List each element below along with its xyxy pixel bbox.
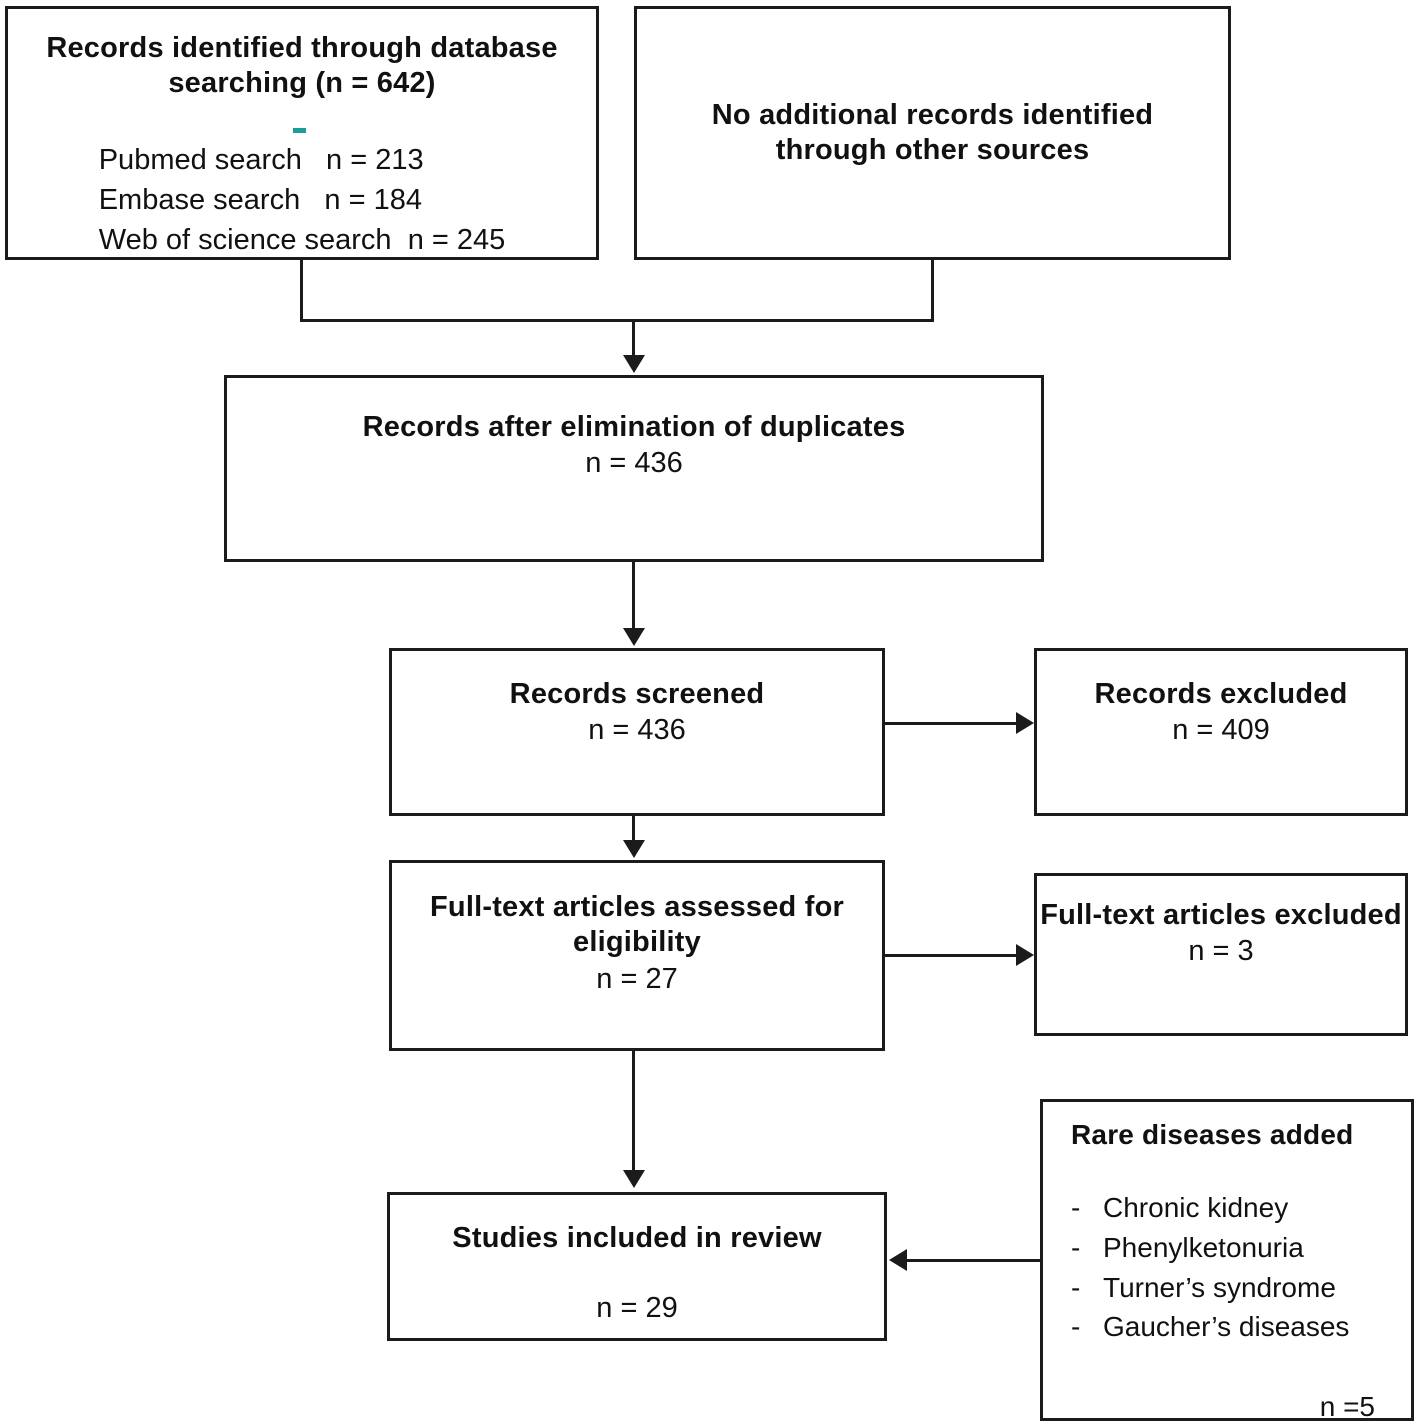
box-fulltext-assessed-title: Full-text articles assessed for eligibil… xyxy=(430,891,844,959)
arrow-to-duplicates xyxy=(623,355,645,373)
box-records-after-duplicates-title: Records after elimination of duplicates xyxy=(362,411,906,443)
search-source-count: n = 213 xyxy=(326,143,424,176)
box-records-excluded-count: n = 409 xyxy=(1172,714,1270,747)
box-records-screened: Records screened n = 436 xyxy=(389,648,885,816)
box-fulltext-excluded: Full-text articles excluded n = 3 xyxy=(1034,873,1408,1036)
connector-fulltext-to-included xyxy=(632,1051,635,1173)
box-fulltext-excluded-count: n = 3 xyxy=(1188,935,1254,968)
rare-disease-label: Chronic kidney xyxy=(1103,1192,1289,1224)
database-search-list: Pubmed search n = 213 Embase search n = … xyxy=(99,140,506,260)
rare-disease-label: Turner’s syndrome xyxy=(1103,1271,1336,1303)
box-studies-included-title: Studies included in review xyxy=(452,1222,822,1254)
box-rare-diseases-count: n =5 xyxy=(1319,1391,1375,1423)
rare-disease-item: -Turner’s syndrome xyxy=(1057,1268,1397,1308)
box-studies-included: Studies included in review n = 29 xyxy=(387,1192,887,1341)
arrow-to-studies-included xyxy=(889,1249,907,1271)
connector-fulltext-to-excluded xyxy=(885,954,1019,957)
rare-disease-item: -Gaucher’s diseases xyxy=(1057,1307,1397,1347)
connector-rare-to-included xyxy=(907,1259,1042,1262)
connector-merge-down xyxy=(632,319,635,359)
arrow-to-fulltext xyxy=(623,840,645,858)
box-rare-diseases-title: Rare diseases added xyxy=(1071,1119,1354,1150)
connector-duplicates-to-screened xyxy=(632,562,635,632)
connector-screened-to-fulltext xyxy=(632,816,635,846)
box-records-screened-count: n = 436 xyxy=(588,714,686,747)
rare-disease-item: -Chronic kidney xyxy=(1057,1188,1397,1228)
bullet-dash: - xyxy=(1071,1231,1081,1263)
box-records-identified: Records identified through database sear… xyxy=(5,6,599,260)
arrow-to-included xyxy=(623,1170,645,1188)
arrow-to-records-excluded xyxy=(1016,712,1034,734)
search-source-count: n = 245 xyxy=(407,223,506,256)
search-source-count: n = 184 xyxy=(324,183,422,216)
arrow-to-screened xyxy=(623,628,645,646)
arrow-to-fulltext-excluded xyxy=(1016,944,1034,966)
search-source-row: Pubmed search n = 213 xyxy=(99,140,506,180)
connector-other-down xyxy=(931,260,934,322)
box-fulltext-assessed-count: n = 27 xyxy=(596,962,678,995)
rare-diseases-list: -Chronic kidney -Phenylketonuria -Turner… xyxy=(1057,1188,1397,1347)
search-source-label: Web of science search xyxy=(98,223,392,256)
rare-disease-item: -Phenylketonuria xyxy=(1057,1228,1397,1268)
search-source-label: Pubmed search xyxy=(98,143,302,176)
box-records-after-duplicates: Records after elimination of duplicates … xyxy=(224,375,1044,562)
bullet-dash: - xyxy=(1071,1311,1081,1343)
box-fulltext-assessed: Full-text articles assessed for eligibil… xyxy=(389,860,885,1051)
box-fulltext-excluded-title: Full-text articles excluded xyxy=(1040,899,1402,931)
search-source-label: Embase search xyxy=(98,183,301,216)
box-no-additional-records: No additional records identified through… xyxy=(634,6,1231,260)
box-records-after-duplicates-count: n = 436 xyxy=(585,447,683,480)
connector-screened-to-excluded xyxy=(885,722,1019,725)
box-rare-diseases-added: Rare diseases added -Chronic kidney -Phe… xyxy=(1040,1099,1414,1423)
box-no-additional-records-title: No additional records identified through… xyxy=(711,98,1154,166)
connector-identified-down xyxy=(300,260,303,322)
box-records-screened-title: Records screened xyxy=(509,678,765,710)
bullet-dash: - xyxy=(1071,1192,1081,1224)
box-records-identified-title: Records identified through database sear… xyxy=(46,32,558,100)
search-source-row: Embase search n = 184 xyxy=(99,180,506,220)
box-records-excluded: Records excluded n = 409 xyxy=(1034,648,1408,816)
rare-disease-label: Phenylketonuria xyxy=(1103,1231,1304,1263)
connector-merge-horizontal xyxy=(300,319,934,322)
box-studies-included-count: n = 29 xyxy=(596,1292,678,1325)
box-records-excluded-title: Records excluded xyxy=(1094,678,1348,710)
rare-disease-label: Gaucher’s diseases xyxy=(1103,1311,1350,1343)
teal-dash-mark xyxy=(293,128,306,133)
search-source-row: Web of science search n = 245 xyxy=(99,220,506,260)
bullet-dash: - xyxy=(1071,1271,1081,1303)
